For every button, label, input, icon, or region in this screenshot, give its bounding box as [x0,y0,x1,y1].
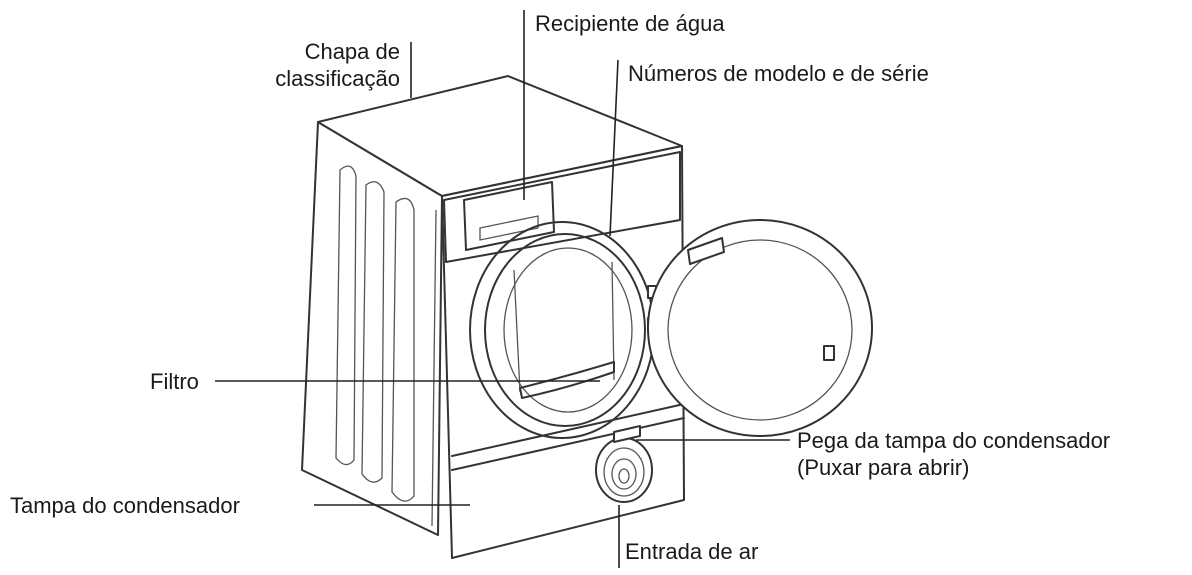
label-water-container: Recipiente de água [535,10,725,37]
label-air-inlet: Entrada de ar [625,538,758,565]
label-rating-plate-line2: classificação [200,65,400,92]
door-latch [824,346,834,360]
label-rating-plate-line1: Chapa de [200,38,400,65]
label-condenser-cover-handle: Pega da tampa do condensador (Puxar para… [797,427,1110,481]
label-model-serial: Números de modelo e de série [628,60,929,87]
label-condenser-handle-line1: Pega da tampa do condensador [797,427,1110,454]
label-rating-plate: Chapa de classificação [200,38,400,92]
label-condenser-cover: Tampa do condensador [10,492,240,519]
label-condenser-handle-line2: (Puxar para abrir) [797,454,1110,481]
door-outer [648,220,872,436]
label-filter: Filtro [150,368,199,395]
